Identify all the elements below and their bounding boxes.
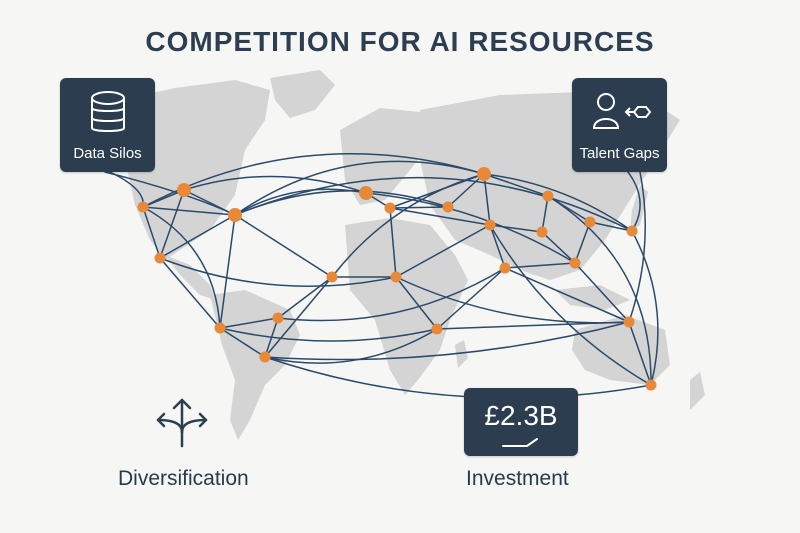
diversification-label: Diversification: [118, 467, 249, 490]
network-node: [177, 183, 191, 197]
network-node: [272, 312, 284, 324]
network-link: [277, 276, 333, 319]
network-nodes: [137, 167, 657, 391]
network-link: [219, 317, 279, 329]
network-node: [626, 225, 638, 237]
network-arc: [489, 224, 652, 386]
network-node: [499, 262, 511, 274]
investment-label: Investment: [466, 467, 569, 490]
network-link: [142, 206, 161, 259]
network-node: [484, 219, 496, 231]
network-link: [574, 262, 630, 323]
diverging-arrows-icon: [156, 398, 208, 448]
network-node: [214, 322, 226, 334]
investment-amount: £2.3B: [484, 400, 558, 431]
network-node: [442, 201, 454, 213]
network-link: [264, 276, 333, 358]
network-arc: [234, 160, 485, 216]
network-node: [645, 379, 657, 391]
network-link: [436, 267, 506, 330]
network-link: [574, 221, 591, 264]
network-link: [541, 195, 549, 233]
person-key-icon: [592, 93, 652, 129]
network-link: [504, 262, 576, 269]
network-node: [569, 257, 581, 269]
network-link: [395, 224, 491, 278]
network-node: [259, 351, 271, 363]
data-silos-card: Data Silos: [60, 78, 155, 172]
network-node: [326, 271, 338, 283]
network-arc: [159, 257, 397, 287]
network-node: [154, 252, 166, 264]
network-link: [483, 173, 549, 197]
network-link: [159, 214, 236, 259]
talent-gaps-label: Talent Gaps: [579, 145, 660, 162]
page-title: COMPETITION FOR AI RESOURCES: [145, 26, 655, 57]
network-arc: [234, 177, 633, 232]
network-link: [628, 321, 652, 386]
network-arc: [547, 195, 652, 386]
network-node: [536, 226, 548, 238]
network-links: [104, 152, 659, 399]
network-arc: [395, 276, 630, 324]
network-link: [389, 207, 491, 226]
network-link: [447, 173, 485, 208]
network-link: [159, 257, 221, 329]
network-link: [489, 224, 506, 269]
network-arc: [277, 267, 506, 322]
card-connector: [628, 171, 646, 323]
network-node: [384, 202, 396, 214]
network-link: [142, 206, 236, 216]
network-node: [542, 190, 554, 202]
investment-card: £2.3B: [464, 388, 578, 456]
network-arc: [219, 327, 438, 342]
network-arc: [331, 173, 485, 278]
database-icon: [91, 91, 125, 132]
data-silos-label: Data Silos: [73, 145, 142, 162]
network-link: [159, 189, 185, 259]
network-link: [489, 224, 543, 233]
network-link: [395, 276, 438, 330]
network-arc: [483, 173, 633, 232]
network-node: [228, 208, 242, 222]
network-arc: [264, 321, 630, 361]
network-arc: [631, 230, 659, 386]
network-arc: [264, 328, 438, 364]
network-arc: [183, 175, 367, 194]
network-arc: [142, 206, 221, 329]
network-link: [541, 231, 576, 264]
network-node: [431, 323, 443, 335]
network-node: [584, 216, 596, 228]
network-node: [390, 271, 402, 283]
network-arc: [365, 192, 576, 264]
trend-line-icon: [502, 438, 538, 447]
talent-gaps-card: Talent Gaps: [572, 78, 667, 172]
network-link: [389, 206, 449, 209]
network-link: [219, 214, 236, 329]
network-arc: [264, 356, 652, 399]
network-node: [137, 201, 149, 213]
network-node: [359, 186, 373, 200]
network-node: [623, 316, 635, 328]
card-connector: [627, 171, 641, 232]
network-link: [234, 214, 333, 278]
network-node: [477, 167, 491, 181]
network-link: [589, 221, 633, 232]
network-link: [219, 327, 266, 358]
